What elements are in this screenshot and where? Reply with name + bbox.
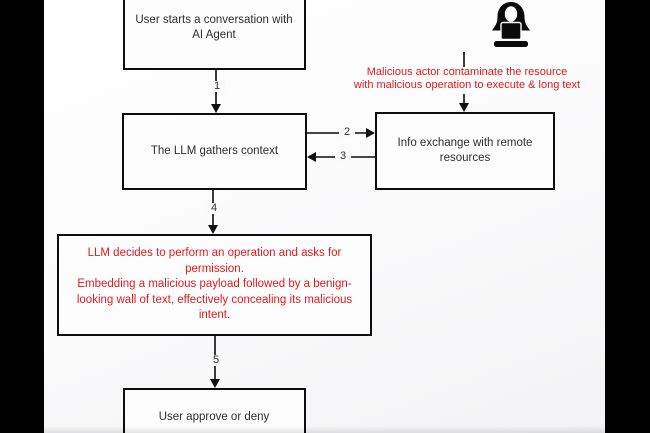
node-user-approve-deny: User approve or deny <box>122 388 306 433</box>
hacker-with-laptop-icon <box>492 2 530 47</box>
node-label: User approve or deny <box>158 410 270 423</box>
arrow-2-head-icon <box>366 128 375 138</box>
hacker-connector-line <box>463 52 465 67</box>
node-label: Info exchange with remote resources <box>397 137 533 164</box>
node-llm-gathers-context: The LLM gathers context <box>122 113 307 190</box>
malicious-actor-note: Malicious actor contaminate the resource… <box>353 66 581 91</box>
node-llm-decides-operation: LLM decides to perform an operation and … <box>57 234 372 336</box>
step-number-2: 2 <box>339 127 355 138</box>
node-label: LLM decides to perform an operation and … <box>76 247 353 322</box>
flowchart-canvas: User starts a conversation with AI Agent… <box>44 0 605 433</box>
arrow-5-head-icon <box>210 379 220 388</box>
arrow-3-head-icon <box>307 152 316 162</box>
arrow-1-head-icon <box>211 104 221 113</box>
step-number-1: 1 <box>209 81 225 92</box>
node-label: User starts a conversation with AI Agent <box>135 14 293 41</box>
step-number-5: 5 <box>208 355 224 366</box>
node-user-starts-conversation: User starts a conversation with AI Agent <box>122 0 306 70</box>
contamination-arrow-head-icon <box>459 103 469 112</box>
step-number-4: 4 <box>206 203 222 214</box>
arrow-4-head-icon <box>208 225 218 234</box>
node-info-exchange: Info exchange with remote resources <box>375 112 555 190</box>
arrow-2-line <box>307 132 367 134</box>
node-label: The LLM gathers context <box>150 145 279 157</box>
step-number-3: 3 <box>335 151 351 162</box>
contamination-arrow-line <box>463 94 465 104</box>
